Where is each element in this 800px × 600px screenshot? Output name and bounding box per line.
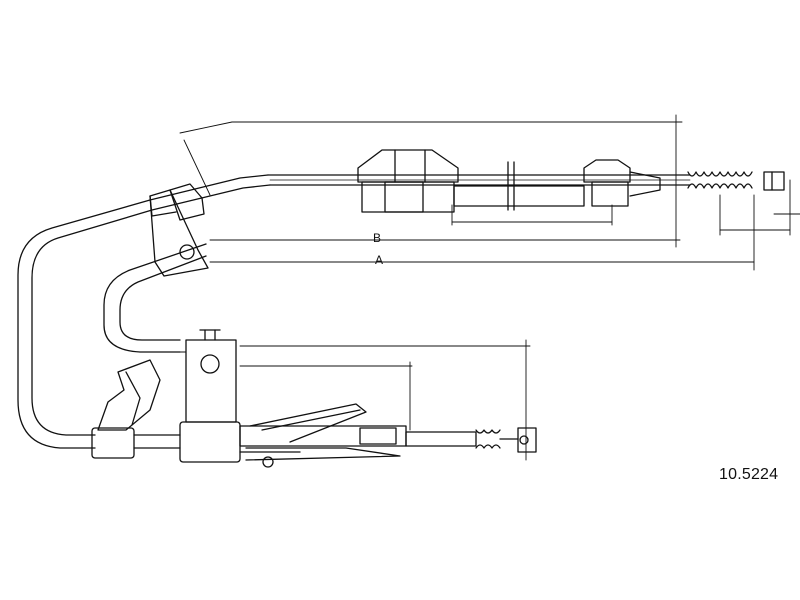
dimension-label-b: B <box>373 231 382 245</box>
upper-clip <box>149 183 209 277</box>
part-number: 10.5224 <box>719 466 779 483</box>
cable-sheath-inner <box>103 243 207 353</box>
lower-cable-assembly <box>133 403 537 468</box>
cable-sheath-outer <box>17 174 271 449</box>
upper-dimensions <box>179 114 800 271</box>
upper-cable-assembly <box>267 149 785 213</box>
lower-dimensions <box>159 339 531 461</box>
dimension-label-a: A <box>375 253 384 267</box>
lower-bracket <box>91 329 241 463</box>
